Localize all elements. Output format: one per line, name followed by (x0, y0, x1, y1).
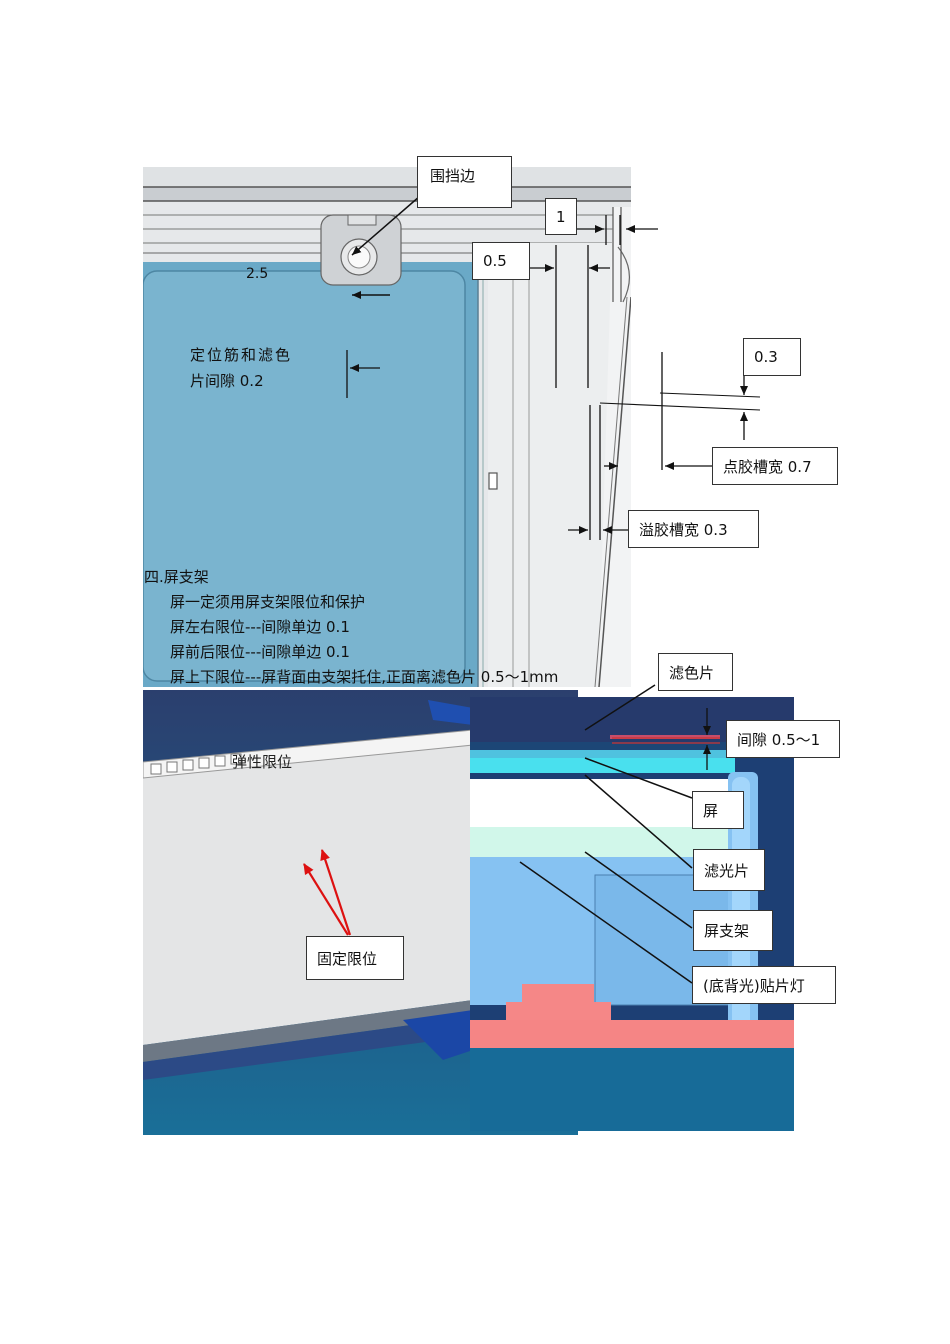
section-line-4: 屏上下限位---屏背面由支架托住,正面离滤色片 0.5～1mm (170, 668, 559, 686)
label-rib-gap-line2: 片间隙 0.2 (190, 372, 264, 390)
label-gap: 间隙 0.5～1 (726, 720, 840, 758)
section-line-3: 屏前后限位---间隙单边 0.1 (170, 643, 350, 661)
label-overflow-groove: 溢胶槽宽 0.3 (628, 510, 759, 548)
label-rib-gap-line1: 定位筋和滤色 (190, 346, 293, 364)
label-enclosure-edge: 围挡边 (417, 156, 512, 208)
section-line-2: 屏左右限位---间隙单边 0.1 (170, 618, 350, 636)
label-filter: 滤光片 (693, 849, 765, 891)
label-dim-0-5: 0.5 (472, 242, 530, 280)
label-screen: 屏 (692, 791, 744, 829)
label-elastic-limit: 弹性限位 (232, 753, 293, 771)
label-color-filter: 滤色片 (658, 653, 733, 691)
label-dim-0-3: 0.3 (743, 338, 801, 376)
label-bracket: 屏支架 (693, 910, 773, 951)
label-dim-2-5: 2.5 (246, 266, 269, 282)
label-glue-groove: 点胶槽宽 0.7 (712, 447, 838, 485)
section-line-1: 屏一定须用屏支架限位和保护 (170, 593, 366, 611)
label-backlight: (底背光)贴片灯 (692, 966, 836, 1004)
label-dim-1: 1 (545, 198, 577, 235)
label-fixed-limit: 固定限位 (306, 936, 404, 980)
section-heading: 四.屏支架 (144, 568, 209, 586)
